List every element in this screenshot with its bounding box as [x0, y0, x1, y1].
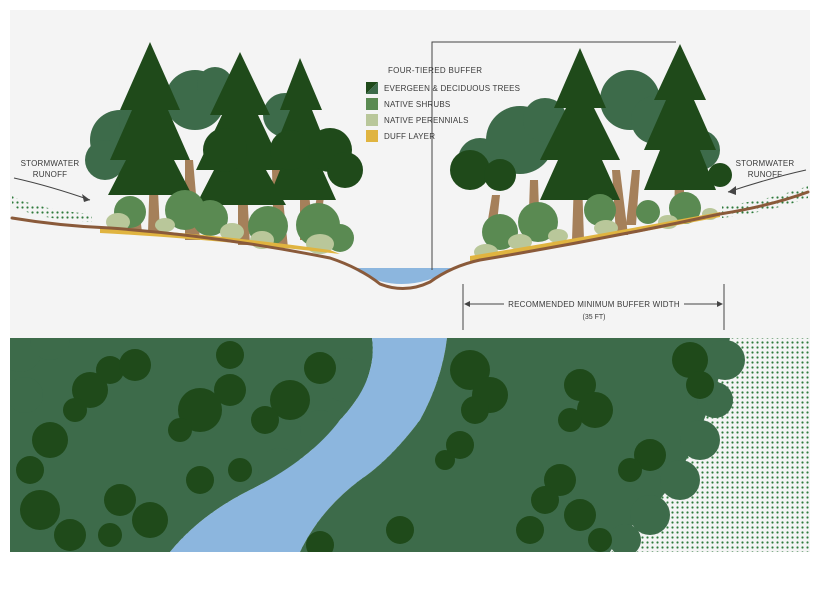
forest-right	[300, 338, 730, 552]
legend-label-shrubs: NATIVE SHRUBS	[384, 100, 450, 109]
dimension-arrow-left-icon	[464, 301, 470, 307]
arrow-head-right-icon	[728, 186, 736, 195]
swatch-icon	[366, 114, 378, 126]
legend-item-duff: DUFF LAYER	[366, 130, 435, 142]
legend-label-perennials: NATIVE PERENNIALS	[384, 116, 469, 125]
bottom-band	[10, 552, 810, 584]
legend-item-trees: EVERGEEN & DECIDUOUS TREES	[366, 82, 520, 94]
stream-plan	[170, 338, 447, 552]
runoff-arrow-left	[13, 177, 91, 201]
cross-section: STORMWATER RUNOFF STORMWATER RUNOFF RECO…	[10, 41, 810, 330]
runoff-label-right-1: STORMWATER	[736, 159, 795, 168]
legend-label-duff: DUFF LAYER	[384, 132, 435, 141]
legend-item-shrubs: NATIVE SHRUBS	[366, 98, 450, 110]
buffer-width-value: (35 FT)	[583, 314, 606, 321]
legend-label-trees: EVERGEEN & DECIDUOUS TREES	[384, 84, 520, 93]
tree-canopies-left	[16, 341, 336, 551]
plan-view	[10, 338, 810, 552]
tree-canopies-right	[306, 342, 714, 552]
buffer-width-label: RECOMMENDED MINIMUM BUFFER WIDTH	[508, 300, 680, 309]
arrow-head-left-icon	[82, 194, 90, 202]
legend-item-perennials: NATIVE PERENNIALS	[366, 114, 469, 126]
dimension-arrow-right-icon	[717, 301, 723, 307]
runoff-arrow-right	[727, 169, 807, 193]
runoff-dots-left	[12, 196, 92, 222]
tree-group-right	[450, 44, 732, 260]
legend-title: FOUR-TIERED BUFFER	[388, 66, 482, 75]
runoff-label-left-2: RUNOFF	[33, 170, 68, 179]
swatch-icon	[366, 98, 378, 110]
runoff-label-right-2: RUNOFF	[748, 170, 783, 179]
tree-group-left	[85, 42, 363, 254]
runoff-label-left-1: STORMWATER	[21, 159, 80, 168]
soil-line	[10, 190, 810, 290]
duff-layer-right	[470, 212, 720, 261]
swatch-icon	[366, 130, 378, 142]
buffer-bracket	[431, 41, 676, 270]
legend: FOUR-TIERED BUFFER EVERGEEN & DECIDUOUS …	[366, 66, 520, 142]
stream-water	[352, 268, 455, 284]
